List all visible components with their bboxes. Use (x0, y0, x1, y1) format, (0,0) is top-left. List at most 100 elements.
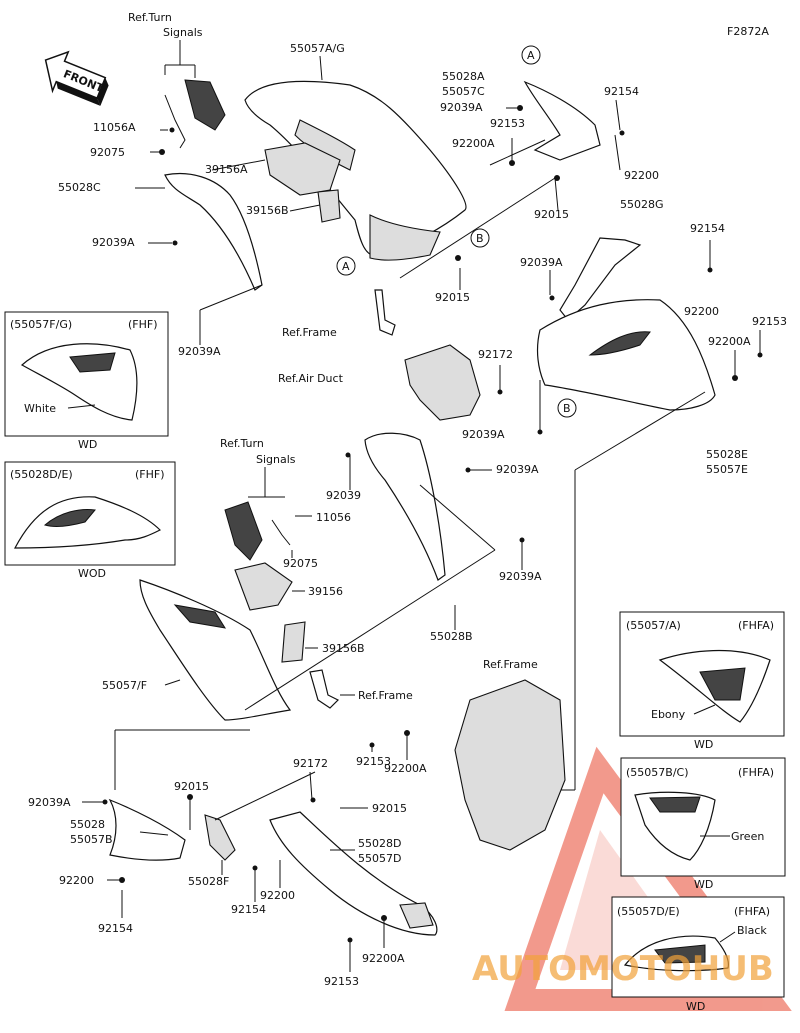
frame-bracket-top (374, 289, 396, 336)
variant-footer: WD (686, 1000, 705, 1013)
watermark-triangle (504, 746, 792, 1011)
side-cowl-55028e (536, 299, 716, 411)
callout-92015-left: 92015 (174, 780, 209, 793)
callout-92015-top: 92015 (534, 208, 569, 221)
variant-footer: WD (694, 878, 713, 891)
variant-color: Green (731, 830, 764, 843)
callout-39156a: 39156A (205, 163, 248, 176)
variant-box-55057fg: (55057F/G) (FHF) White WD (4, 311, 169, 451)
callout-92039a-mid: 92039A (520, 256, 563, 269)
pad-39156 (234, 562, 293, 611)
variant-footer: WD (78, 438, 97, 451)
frame (454, 679, 566, 851)
callout-55057f: 55057/F (102, 679, 147, 692)
callout-92154-top: 92154 (604, 85, 639, 98)
callout-92039a-mid2: 92039A (496, 463, 539, 476)
callout-92172-top: 92172 (478, 348, 513, 361)
variant-color: Black (737, 924, 767, 937)
variant-code: (55057/A) (626, 619, 681, 632)
callout-92039-mid: 92039 (326, 489, 361, 502)
lower-trim-55028 (108, 798, 186, 861)
callout-92154-bottom: 92154 (231, 903, 266, 916)
variant-tag: (FHFA) (738, 619, 774, 632)
marker-b-top (470, 228, 490, 248)
ref-turn-signals-label: Ref.Turn (128, 11, 172, 24)
callout-55028: 55028 (70, 818, 105, 831)
callout-11056a: 11056A (93, 121, 136, 134)
fairing-vent-left (173, 604, 227, 629)
ref-frame-bottom-label: Ref.Frame (358, 689, 413, 702)
trim-55028g (559, 237, 642, 321)
cowl-lower-lip (369, 214, 441, 261)
callout-92039a-bottom-left: 92039A (178, 345, 221, 358)
marker-a-top-label: A (527, 49, 535, 62)
watermark-text: AUTOMOTOHUB (472, 949, 774, 989)
belly-pan-55028d (269, 811, 438, 936)
callout-92039a-mid3: 92039A (499, 570, 542, 583)
callout-55028e: 55028E (706, 448, 748, 461)
pad-39156a (264, 142, 341, 196)
front-arrow: FRONT (44, 50, 109, 106)
trim-55028f (204, 814, 236, 861)
callout-55028d: 55028D (358, 837, 401, 850)
callout-39156b-mid: 39156B (322, 642, 365, 655)
callout-92200a-right: 92200A (708, 335, 751, 348)
inner-panel-55028b (364, 432, 446, 581)
callout-92153-mid: 92153 (356, 755, 391, 768)
turn-signal-mid (224, 501, 263, 561)
callout-92200-bottom: 92200 (59, 874, 94, 887)
marker-b-right-label: B (563, 402, 571, 415)
trim-55028a (523, 80, 601, 161)
ref-frame-mid-label: Ref.Frame (483, 658, 538, 671)
cowl-vent-right (588, 331, 651, 356)
variant-tag: (FHF) (128, 318, 158, 331)
callout-92039a-center: 92039A (462, 428, 505, 441)
variant-box-55028de: (55028D/E) (FHF) WOD (4, 461, 176, 580)
callout-92039a-far-left: 92039A (28, 796, 71, 809)
air-duct (404, 344, 481, 421)
callout-55057b: 55057B (70, 833, 113, 846)
trim-55028c (164, 172, 263, 291)
variant-color: Ebony (651, 708, 686, 721)
side-fairing-55057f (139, 579, 292, 721)
callout-11056: 11056 (316, 511, 351, 524)
frame-bracket-mid (309, 669, 340, 709)
callout-55057c: 55057C (442, 85, 485, 98)
callout-55028c: 55028C (58, 181, 101, 194)
marker-a-mid (336, 256, 356, 276)
callout-92200-right: 92200 (684, 305, 719, 318)
callout-92015-mid: 92015 (435, 291, 470, 304)
callout-55028f: 55028F (188, 875, 229, 888)
callout-92200a-bottom: 92200A (362, 952, 405, 965)
variant-box-55057a: (55057/A) (FHFA) Ebony WD (619, 611, 785, 751)
figure-code: F2872A (727, 25, 769, 38)
pad-39156b-top (317, 189, 341, 223)
variant-code: (55028D/E) (10, 468, 73, 481)
marker-a-top (521, 45, 541, 65)
callout-92153-right: 92153 (752, 315, 787, 328)
callout-55028g: 55028G (620, 198, 664, 211)
belly-pan-end (399, 902, 434, 929)
ref-turn-signals-mid-label: Ref.Turn (220, 437, 264, 450)
marker-b-top-label: B (476, 232, 484, 245)
callout-92154-right: 92154 (690, 222, 725, 235)
callout-55028b: 55028B (430, 630, 473, 643)
variant-box-55057de: (55057D/E) (FHFA) Black WD (611, 896, 785, 1013)
ref-turn-signals-label-2: Signals (163, 26, 203, 39)
callout-55028a: 55028A (442, 70, 485, 83)
callout-92200a-mid: 92200A (384, 762, 427, 775)
ref-turn-signals-mid-label-2: Signals (256, 453, 296, 466)
variant-tag: (FHF) (135, 468, 165, 481)
ref-frame-top-label: Ref.Frame (282, 326, 337, 339)
variant-color: White (24, 402, 56, 415)
variant-box-55057bc: (55057B/C) (FHFA) Green WD (620, 757, 786, 891)
marker-b-right (557, 398, 577, 418)
variant-code: (55057F/G) (10, 318, 72, 331)
marker-a-mid-label: A (342, 260, 350, 273)
ref-air-duct-label: Ref.Air Duct (278, 372, 344, 385)
variant-tag: (FHFA) (738, 766, 774, 779)
callout-39156: 39156 (308, 585, 343, 598)
callout-92154-bottom2: 92154 (98, 922, 133, 935)
callout-92075-mid: 92075 (283, 557, 318, 570)
